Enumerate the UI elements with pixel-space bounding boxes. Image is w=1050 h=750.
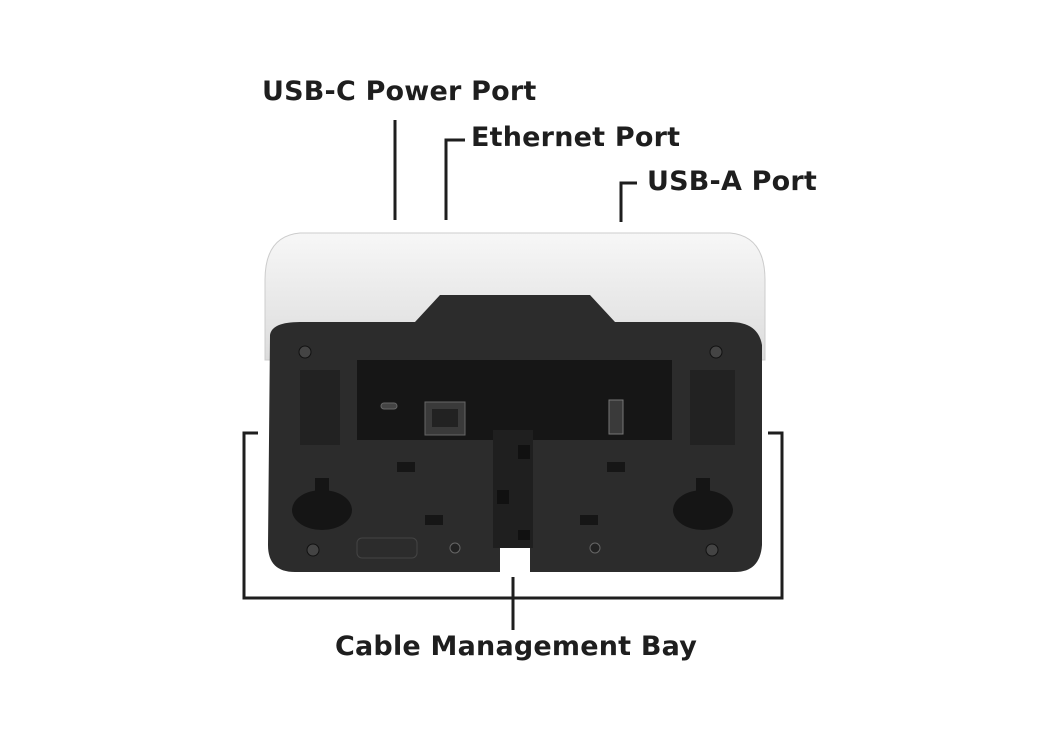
usb-a-port: [608, 399, 624, 435]
mount-keyhole-right: [673, 490, 733, 530]
port-panel: [357, 360, 672, 440]
usb-c-port-label: USB-C Power Port: [262, 76, 537, 107]
mount-keyhole-left: [292, 490, 352, 530]
usb-a-leader-line: [619, 181, 637, 222]
usb-c-port: [380, 402, 398, 410]
device: [264, 232, 766, 572]
pair-button: [449, 542, 461, 554]
cable-bay-label: Cable Management Bay: [335, 631, 698, 662]
reset-button: [589, 542, 601, 554]
usb-a-port-label: USB-A Port: [647, 166, 818, 197]
ethernet-port-label: Ethernet Port: [471, 122, 681, 153]
ethernet-leader-line: [444, 138, 465, 220]
